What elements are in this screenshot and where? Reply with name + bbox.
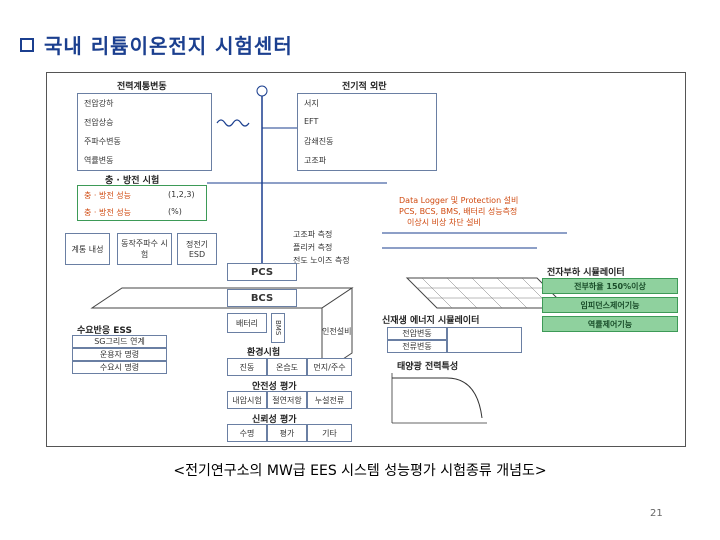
reliability-header: 신뢰성 평가	[252, 415, 297, 425]
electrical-item: 서지	[304, 99, 319, 108]
charge-section-header: 충 · 방전 시험	[105, 176, 160, 186]
safety-header: 안전성 평가	[252, 382, 297, 392]
grid-item: 주파수변동	[84, 137, 121, 146]
grid-item: 역률변동	[84, 156, 114, 165]
test-box: 계통 내성	[65, 233, 110, 265]
charge-item-label: 충 · 방전 성능	[84, 191, 131, 200]
grid-item: 전압상승	[84, 118, 114, 127]
charge-item-value: (1,2,3)	[168, 190, 195, 199]
grid-item: 전압강하	[84, 99, 114, 108]
electrical-item: 고조파	[304, 156, 327, 165]
demand-ess-item: SG그리드 연계	[72, 335, 167, 348]
transformer-icon	[216, 119, 250, 127]
pcs-tests-box: 고조파 측정 플리커 측정 전도 노이즈 측정	[287, 229, 382, 267]
renewable-simulator-header: 신재생 에너지 시뮬레이터	[382, 316, 480, 326]
electrical-section-header: 전기적 외란	[342, 82, 387, 92]
data-logger-line: 이상시 비상 차단 설비	[407, 218, 481, 227]
slide-caption: <전기연구소의 MW급 EES 시스템 성능평가 시험종류 개념도>	[173, 463, 547, 479]
solar-grid-line	[471, 277, 503, 309]
ess-container-top	[90, 287, 354, 309]
slide-title: 국내 리튬이온전지 시험센터	[44, 34, 293, 58]
electrical-section-box: 서지 EFT 감쇄진동 고조파	[297, 93, 437, 171]
ess-container-side	[321, 287, 353, 374]
grid-section-header: 전력계통변동	[117, 82, 167, 92]
renewable-item: 전류변동	[387, 340, 447, 353]
pcs-test-item: 고조파 측정	[293, 230, 333, 239]
battery-block: 배터리	[227, 313, 267, 333]
electrical-item: 감쇄진동	[304, 137, 334, 146]
environment-header: 환경시험	[247, 348, 281, 358]
solar-header: 태양광 전력특성	[397, 362, 459, 372]
pcs-test-item: 전도 노이즈 측정	[293, 256, 350, 265]
square-bullet-icon	[20, 37, 34, 52]
environment-item: 먼지/주수	[307, 358, 352, 376]
solar-curve-line	[392, 377, 483, 419]
page-number: 21	[650, 508, 663, 519]
renewable-item: 전압변동	[387, 327, 447, 340]
reliability-item: 수명	[227, 424, 267, 442]
diagram-frame: 전력계통변동 전압강하 전압상승 주파수변동 역률변동 전기적 외란 서지 EF…	[46, 72, 686, 447]
reliability-item: 평가	[267, 424, 307, 442]
safety-item: 절연저항	[267, 391, 307, 409]
load-simulator-item: 전부하율 150%이상	[542, 278, 678, 294]
environment-item: 온습도	[267, 358, 307, 376]
charge-section-box: 충 · 방전 성능 (1,2,3) 충 · 방전 성능 (%)	[77, 185, 207, 221]
load-simulator-item: 역률제어기능	[542, 316, 678, 332]
slide-title-row: 국내 리튬이온전지 시험센터	[20, 30, 293, 59]
electrical-item: EFT	[304, 117, 319, 126]
reliability-item: 기타	[307, 424, 352, 442]
solar-grid-line	[421, 277, 453, 309]
data-logger-box: Data Logger 및 Protection 설비 PCS, BCS, BM…	[387, 193, 537, 229]
demand-ess-item: 수요시 명령	[72, 361, 167, 374]
test-box: 동작주파수 시험	[117, 233, 172, 265]
load-simulator-item: 임피던스제어기능	[542, 297, 678, 313]
source-node-icon	[256, 85, 268, 97]
solar-grid-line	[446, 277, 478, 309]
safety-item: 내압시험	[227, 391, 267, 409]
bcs-block: BCS	[227, 289, 297, 307]
data-logger-line: Data Logger 및 Protection 설비	[399, 196, 519, 205]
demand-ess-item: 운용자 명령	[72, 348, 167, 361]
grid-section-box: 전압강하 전압상승 주파수변동 역률변동	[77, 93, 212, 171]
safety-equipment-label: 인전설비	[322, 327, 352, 336]
safety-item: 누설전류	[307, 391, 352, 409]
demand-ess-header: 수요반응 ESS	[77, 326, 132, 336]
data-logger-line: PCS, BCS, BMS, 배터리 성능측정	[399, 207, 518, 216]
load-simulator-header: 전자부하 시뮬레이터	[547, 268, 625, 278]
renewable-wave-box	[447, 327, 522, 353]
charge-item-label: 충 · 방전 성능	[84, 208, 131, 217]
pcs-test-item: 플리커 측정	[293, 243, 333, 252]
environment-item: 진동	[227, 358, 267, 376]
charge-item-value: (%)	[168, 207, 182, 216]
pcs-block: PCS	[227, 263, 297, 281]
test-box: 정전기 ESD	[177, 233, 217, 265]
bms-block: BMS	[271, 313, 285, 343]
solar-grid-line	[496, 277, 528, 309]
